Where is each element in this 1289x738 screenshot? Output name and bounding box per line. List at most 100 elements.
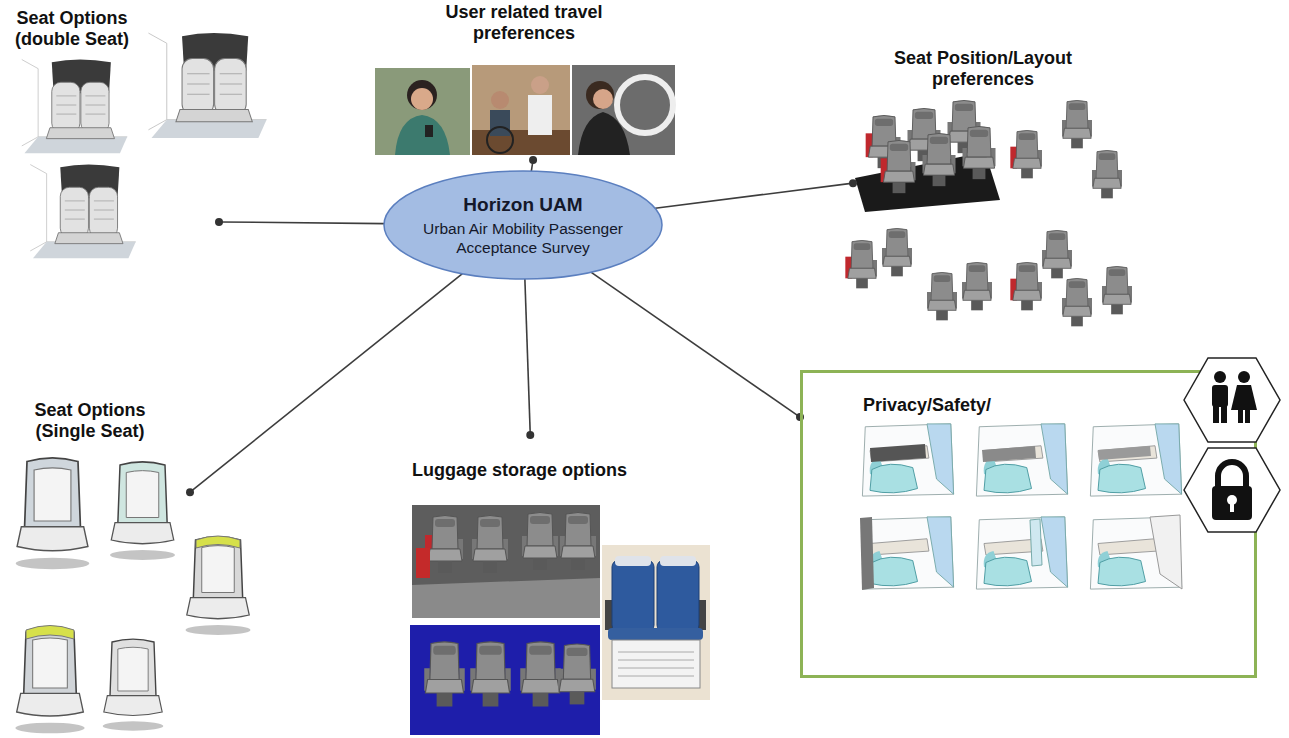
people-hex-icon — [1231, 385, 1257, 410]
travel-preference-photos — [586, 81, 614, 109]
luggage-renders — [660, 556, 696, 566]
seat-layout-renders — [845, 100, 1132, 326]
lock-hex-icon — [1184, 448, 1280, 532]
travel-preference-photos — [528, 95, 552, 135]
luggage-renders — [470, 642, 511, 707]
seat-layout-renders — [1042, 230, 1072, 278]
seat-layout-renders — [962, 262, 992, 310]
people-hex-icon — [1184, 358, 1280, 442]
connector-group — [525, 279, 534, 439]
connector-dot — [186, 488, 194, 496]
connector-group — [215, 218, 384, 226]
connector-line — [655, 183, 853, 208]
people-hex-icon — [1245, 408, 1250, 423]
lock-hex-icon — [1227, 495, 1237, 505]
single-seat-sketches — [26, 626, 74, 640]
luggage-renders — [425, 516, 463, 574]
connector-dot — [529, 156, 537, 164]
lock-hex-icon — [1212, 486, 1252, 520]
topic-heading: Seat Position/Layout preferences — [873, 48, 1093, 90]
double-seat-sketches — [148, 33, 266, 138]
connector-line — [190, 274, 462, 493]
privacy-cabin-renders — [1030, 519, 1042, 566]
travel-preference-photos — [487, 127, 513, 153]
luggage-renders — [520, 642, 561, 707]
connector-group — [655, 179, 857, 208]
seat-layout-renders — [1092, 150, 1122, 198]
travel-preference-photos — [407, 80, 437, 110]
connector-dot — [215, 218, 223, 226]
luggage-renders — [612, 560, 654, 632]
seat-layout-renders — [1062, 278, 1092, 326]
connector-group — [591, 272, 804, 421]
topic-group: Luggage storage options — [408, 435, 716, 735]
lock-hex-icon — [1218, 462, 1246, 488]
single-seat-sketches — [186, 537, 251, 635]
luggage-renders — [410, 505, 710, 735]
privacy-cabin-renders — [860, 517, 874, 590]
people-hex-icon — [1184, 358, 1280, 442]
luggage-renders — [472, 516, 508, 574]
luggage-renders — [410, 625, 600, 735]
luggage-renders — [412, 505, 600, 618]
seat-layout-renders — [882, 228, 912, 276]
connector-dot — [849, 179, 857, 187]
travel-preference-photos — [425, 125, 433, 137]
single-seat-sketches — [15, 458, 250, 733]
ellipse-shape — [384, 171, 662, 279]
topic-group: Seat Position/Layout preferences — [853, 48, 1233, 338]
privacy-cabin-renders — [862, 424, 953, 496]
connector-dot — [526, 431, 534, 439]
luggage-renders — [618, 652, 694, 676]
privacy-cabin-renders — [976, 517, 1067, 589]
seat-layout-renders — [963, 126, 996, 179]
topic-heading: Privacy/Safety/ — [863, 395, 1163, 416]
people-hex-icon — [1212, 385, 1228, 407]
topic-heading: User related travel preferences — [419, 2, 629, 44]
travel-preference-photos — [531, 76, 549, 94]
travel-preference-photos — [472, 65, 570, 155]
seat-layout-renders — [927, 272, 957, 320]
topic-group: Seat Options (double Seat) — [5, 8, 219, 263]
seat-layout-renders — [845, 240, 877, 288]
lock-hex-icon — [1230, 502, 1234, 512]
connector-line — [525, 279, 530, 435]
travel-preference-photos — [617, 77, 673, 133]
topic-heading: Seat Options (double Seat) — [7, 8, 137, 50]
privacy-cabin-renders — [870, 444, 926, 462]
seat-layout-renders — [923, 133, 956, 186]
travel-preference-photos — [593, 89, 613, 109]
luggage-renders — [416, 548, 430, 578]
topic-group: Seat Options (Single Seat) — [5, 400, 190, 735]
travel-preference-photos — [572, 65, 675, 155]
travel-preference-photos — [411, 88, 433, 110]
people-hex-icon — [1238, 371, 1250, 383]
connector-line — [591, 272, 800, 417]
people-hex-icon — [1213, 405, 1219, 423]
single-seat-sketches — [103, 639, 164, 731]
seat-layout-renders — [1010, 130, 1042, 178]
double-seat-sketches — [30, 165, 135, 259]
single-seat-sketches — [15, 629, 84, 734]
single-seat-sketches — [110, 462, 175, 560]
luggage-renders — [558, 644, 596, 704]
topic-panel: Privacy/Safety/ — [800, 370, 1257, 678]
double-seat-sketches — [22, 33, 267, 258]
luggage-renders — [612, 640, 700, 688]
topic-heading: Luggage storage options — [412, 460, 710, 481]
topic-group: User related travel preferences — [373, 2, 675, 160]
travel-preference-photos — [490, 110, 510, 136]
people-hex-icon — [1238, 408, 1243, 423]
luggage-renders — [560, 513, 596, 571]
seat-layout-renders — [881, 140, 916, 193]
single-seat-sketches — [16, 458, 90, 569]
travel-preference-photos — [375, 65, 675, 155]
privacy-cabin-renders — [860, 424, 1182, 590]
connector-group — [529, 156, 537, 171]
travel-preference-photos — [375, 68, 470, 155]
seat-layout-renders — [1062, 100, 1092, 148]
